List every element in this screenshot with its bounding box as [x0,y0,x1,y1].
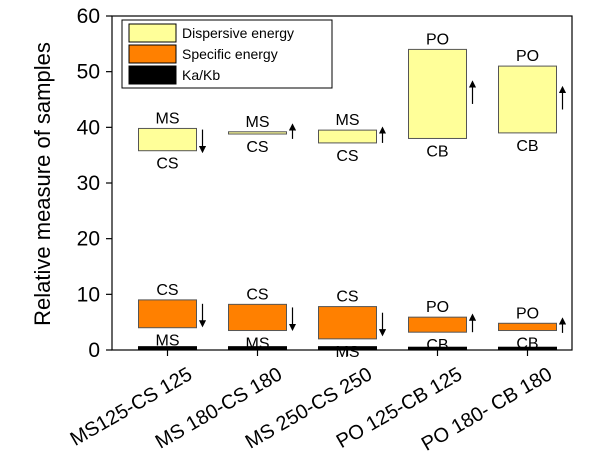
ka-kb-bar [408,346,467,351]
specific-energy-bar [408,316,467,333]
dispersive-energy-bottom-label: CB [516,138,538,155]
legend-label-specific: Specific energy [182,46,278,62]
specific-energy-bar [498,322,557,332]
dispersive-energy-bar [498,65,557,134]
legend-swatch-kakb [128,65,177,85]
dispersive-energy-bottom-label: CS [336,148,358,165]
dispersive-energy-top-label: MS [336,112,360,129]
specific-energy-bottom-label: CB [426,337,448,354]
y-axis-label: Relative measure of samples [30,42,55,326]
specific-energy-bar [138,299,197,329]
dispersive-energy-top-label: PO [516,48,539,65]
legend-label-kakb: Ka/Kb [182,67,220,83]
legend-label-dispersive: Dispersive energy [182,25,294,41]
legend-swatch-dispersive [128,23,177,43]
dispersive-energy-bottom-label: CS [246,139,268,156]
dispersive-energy-bottom-label: CS [156,156,178,173]
specific-energy-top-label: PO [516,305,539,322]
dispersive-energy-bottom-label: CB [426,143,448,160]
specific-energy-bar [318,306,377,340]
ka-kb-bar [138,346,197,351]
y-tick-label: 40 [77,116,100,139]
y-tick-label: 50 [77,61,100,84]
dispersive-energy-bar [138,127,197,152]
ka-kb-bar [228,346,287,351]
dispersive-energy-bar [318,129,377,144]
specific-energy-top-label: CS [246,286,268,303]
y-tick-label: 30 [77,172,100,195]
specific-energy-top-label: CS [156,282,178,299]
specific-energy-bottom-label: MS [156,333,180,350]
specific-energy-top-label: CS [336,289,358,306]
legend-swatch-specific [128,44,177,64]
ka-kb-bar [498,346,557,351]
dispersive-energy-top-label: MS [156,110,180,127]
y-tick-label: 0 [88,339,100,362]
y-tick-label: 20 [77,228,100,251]
specific-energy-bar [228,303,287,332]
dispersive-energy-top-label: PO [426,31,449,48]
dispersive-energy-bar [228,131,287,135]
dispersive-energy-bar [408,48,467,139]
legend: Dispersive energy Specific energy Ka/Kb [121,19,333,89]
y-ticks: 0 10 20 30 40 50 60 [77,5,112,362]
y-tick-label: 60 [77,5,100,28]
dispersive-energy-top-label: MS [246,114,270,131]
y-tick-label: 10 [77,283,100,306]
specific-energy-top-label: PO [426,299,449,316]
ka-kb-bar [318,346,377,351]
